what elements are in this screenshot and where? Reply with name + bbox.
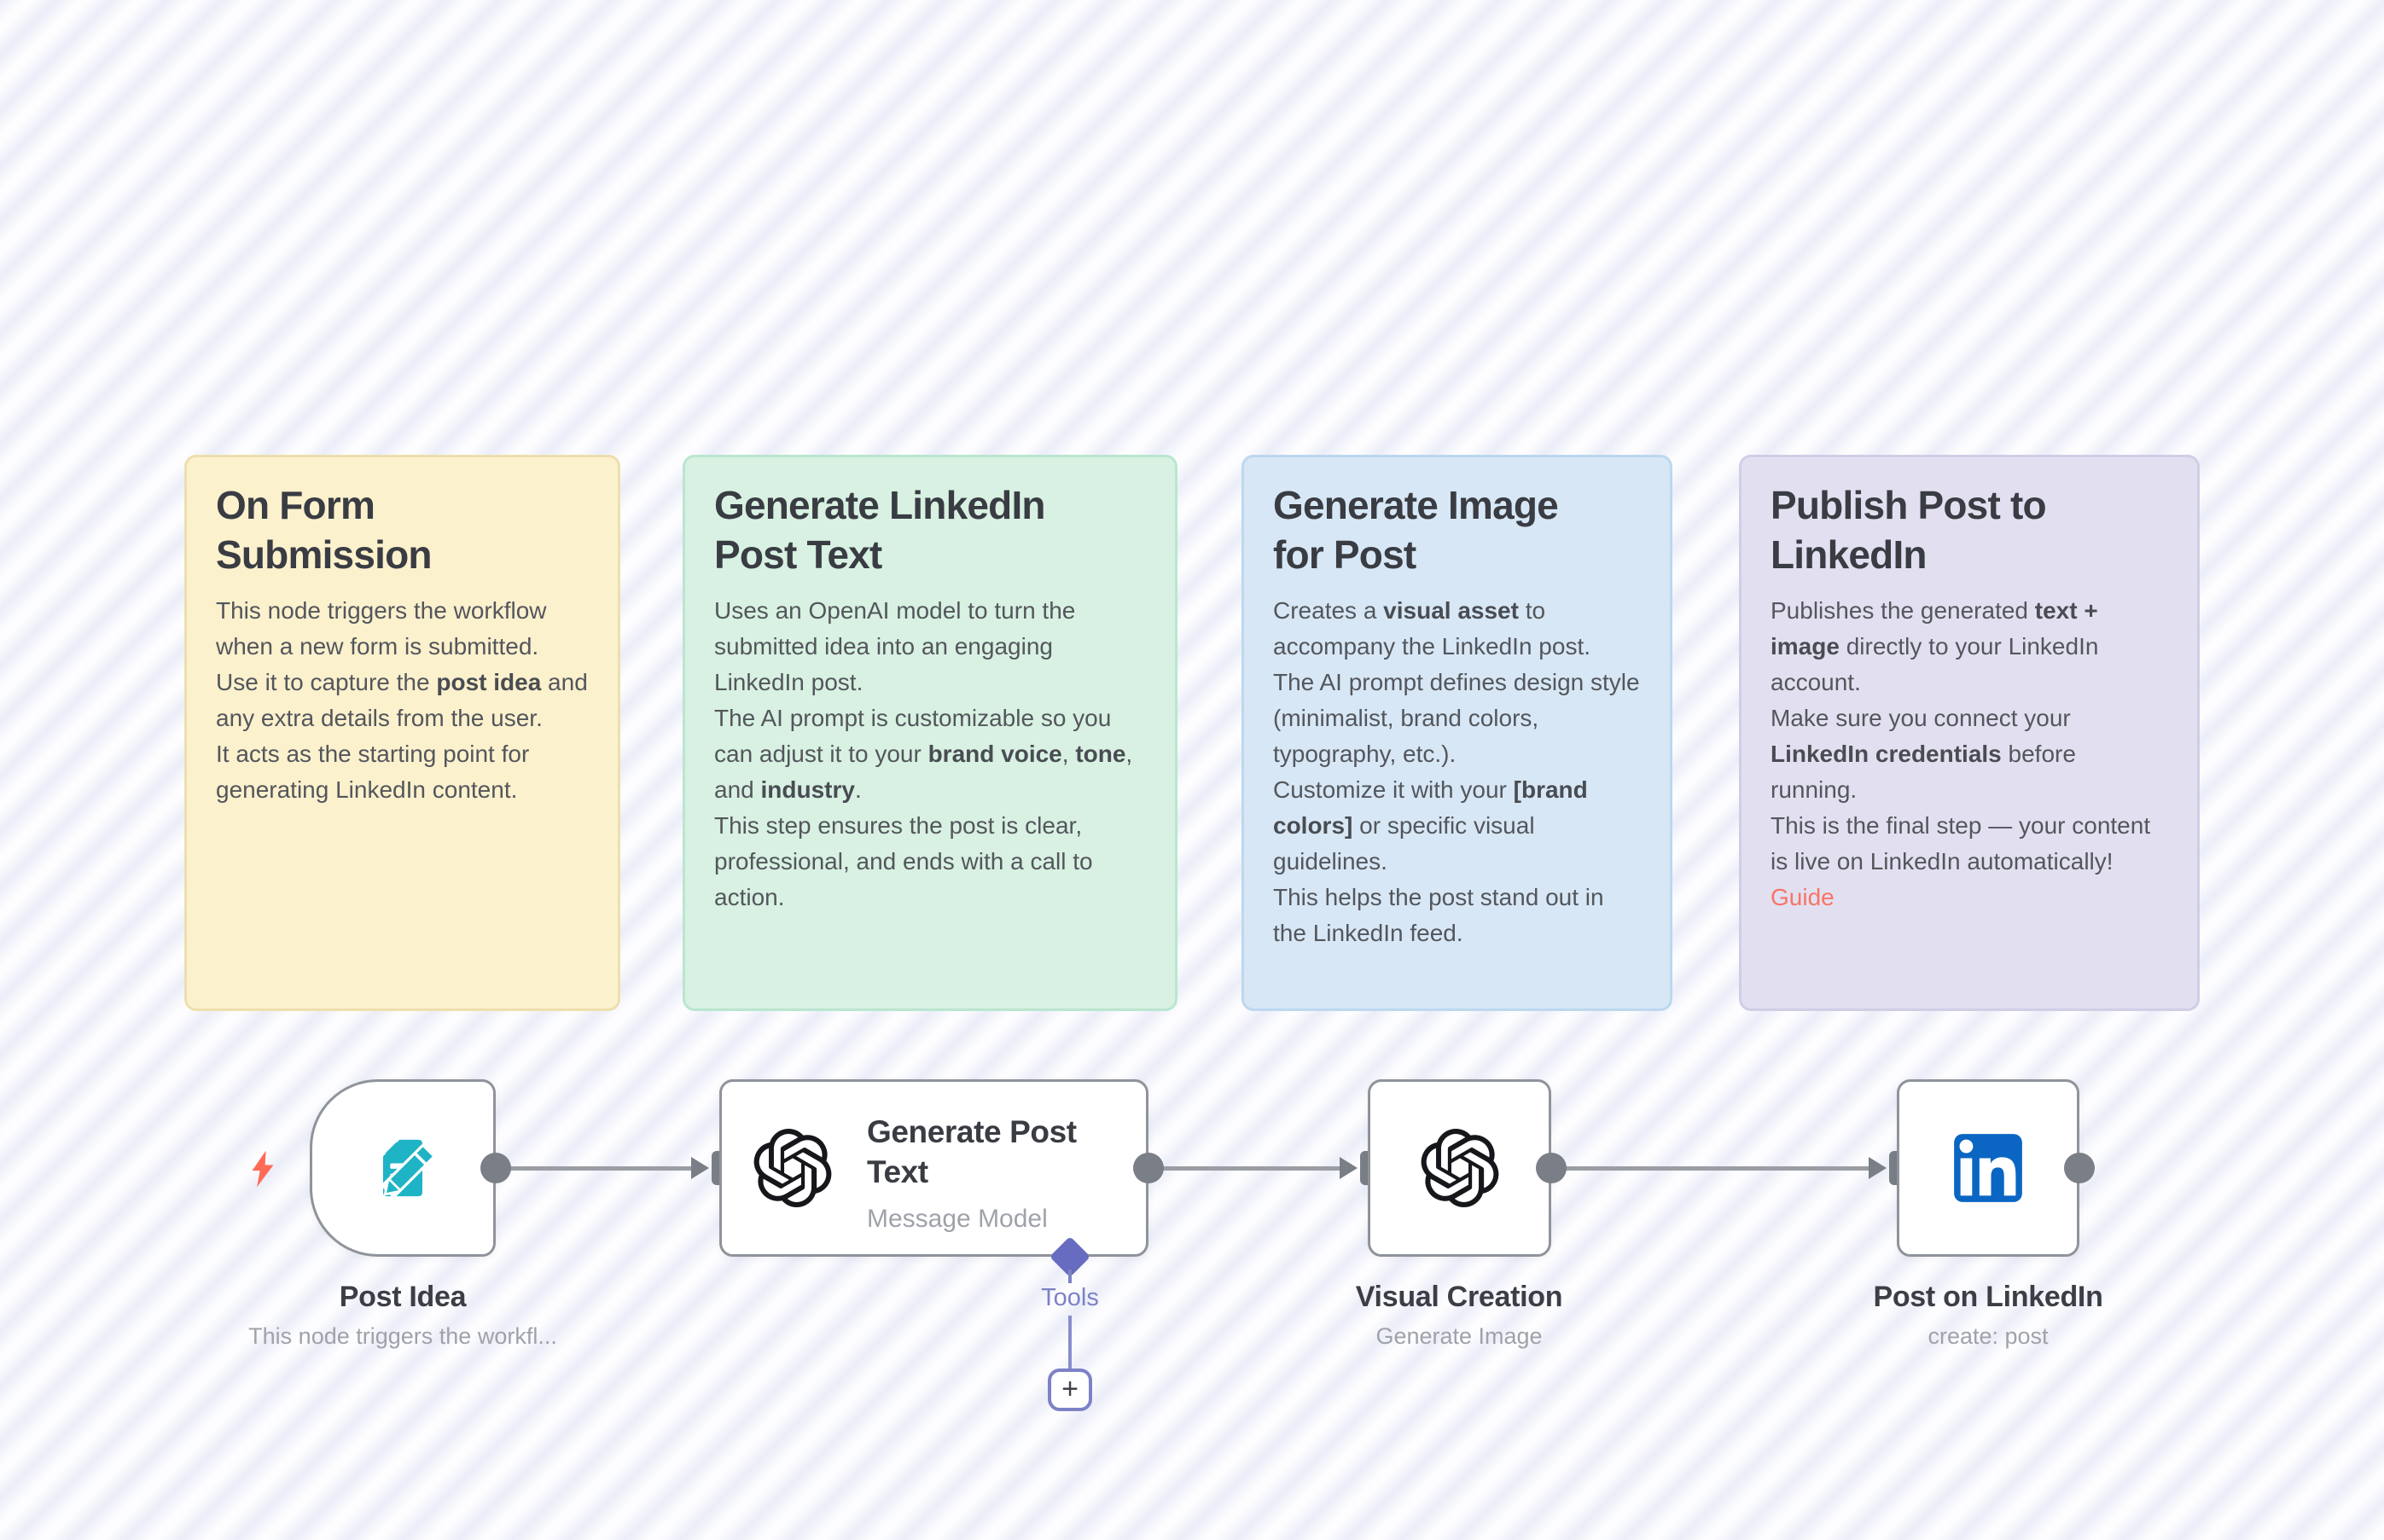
note-title: Publish Post to LinkedIn: [1771, 483, 2047, 577]
tools-connector-line: [1068, 1316, 1072, 1372]
tools-connector-stub: [1068, 1270, 1072, 1283]
sticky-note-generate-image-for-post[interactable]: Generate Image for Post Creates a visual…: [1241, 455, 1672, 1011]
note-title: Generate LinkedIn Post Text: [714, 483, 1046, 577]
tools-label: Tools: [1041, 1284, 1099, 1311]
sticky-note-on-form-submission[interactable]: On Form Submission This node triggers th…: [184, 455, 620, 1011]
node-subcaption-post-idea: This node triggers the workfl...: [248, 1323, 557, 1349]
output-port-generate-post-text[interactable]: [1133, 1153, 1164, 1183]
form-pencil-icon: [363, 1129, 442, 1207]
note-body: This node triggers the workflow when a n…: [216, 596, 588, 803]
node-visual-creation[interactable]: [1368, 1079, 1551, 1257]
connection-generate-post-text-to-visual-creation[interactable]: [1148, 1166, 1342, 1171]
node-title-generate-post-text: Generate Post Text: [867, 1114, 1077, 1189]
note-body: Publishes the generated text + image dir…: [1771, 596, 2151, 910]
node-caption-visual-creation: Visual Creation: [1355, 1281, 1563, 1313]
input-arrow-icon: [1869, 1157, 1887, 1179]
openai-logo-icon: [753, 1129, 832, 1208]
note-body: Uses an OpenAI model to turn the submitt…: [714, 596, 1133, 910]
node-subtitle-message-model: Message Model: [867, 1205, 1048, 1233]
sticky-note-generate-linkedin-post-text[interactable]: Generate LinkedIn Post Text Uses an Open…: [683, 455, 1177, 1011]
note-title: Generate Image for Post: [1273, 483, 1559, 577]
output-port-post-idea[interactable]: [480, 1153, 511, 1183]
linkedin-icon: [1949, 1129, 2027, 1207]
output-port-visual-creation[interactable]: [1536, 1153, 1567, 1183]
node-post-on-linkedin[interactable]: [1897, 1079, 2079, 1257]
connection-visual-creation-to-post-on-linkedin[interactable]: [1551, 1166, 1871, 1171]
node-subcaption-post-on-linkedin: create: post: [1928, 1323, 2049, 1349]
trigger-bolt-icon: [248, 1149, 277, 1188]
node-post-idea[interactable]: [310, 1079, 496, 1257]
note-body: Creates a visual asset to accompany the …: [1273, 596, 1640, 946]
node-subcaption-visual-creation: Generate Image: [1375, 1323, 1543, 1349]
node-caption-post-idea: Post Idea: [339, 1281, 467, 1313]
node-generate-post-text[interactable]: Generate Post Text Message Model: [719, 1079, 1148, 1257]
guide-link[interactable]: Guide: [1771, 883, 1835, 910]
note-title: On Form Submission: [216, 483, 433, 577]
input-arrow-icon: [1340, 1157, 1358, 1179]
sticky-note-publish-post-to-linkedin[interactable]: Publish Post to LinkedIn Publishes the g…: [1739, 455, 2200, 1011]
node-caption-post-on-linkedin: Post on LinkedIn: [1873, 1281, 2103, 1313]
input-arrow-icon: [691, 1157, 709, 1179]
openai-logo-icon: [1421, 1129, 1499, 1208]
output-port-post-on-linkedin[interactable]: [2064, 1153, 2095, 1183]
add-tool-button[interactable]: +: [1048, 1369, 1092, 1411]
connection-post-idea-to-generate-post-text[interactable]: [496, 1166, 694, 1171]
